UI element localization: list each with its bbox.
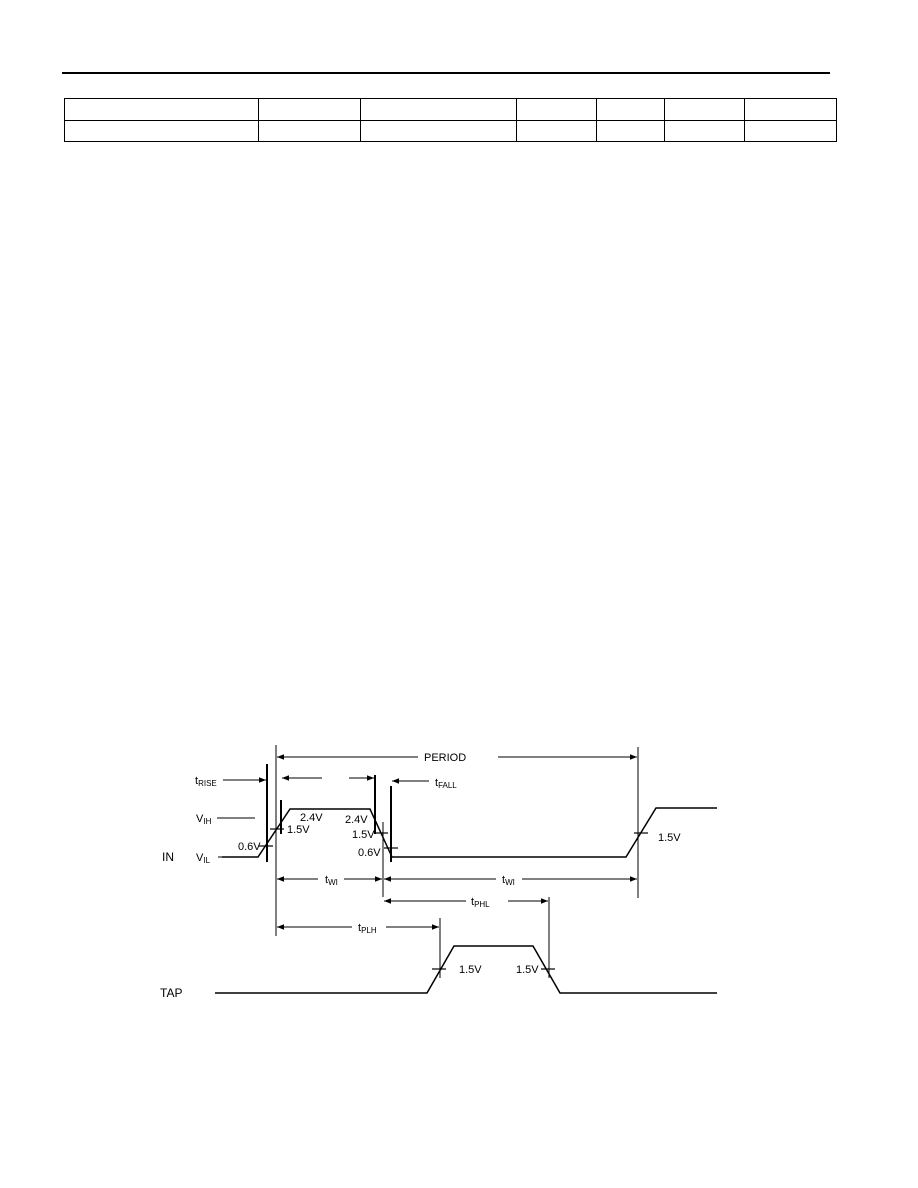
header-rule <box>62 72 830 74</box>
twi1-label: tWI <box>325 874 338 887</box>
in-rise2-15v-label: 1.5V <box>658 832 681 844</box>
signal-in-label: IN <box>162 850 174 864</box>
in-fall-06v-label: 0.6V <box>358 847 381 859</box>
spec-table <box>64 98 837 142</box>
tap-fall-15v-label: 1.5V <box>516 964 539 976</box>
period-label: PERIOD <box>424 752 466 764</box>
table-cell <box>744 119 837 142</box>
in-rise-06v-label: 0.6V <box>238 841 261 853</box>
tfall-label: tFALL <box>435 777 457 790</box>
table-cell <box>744 98 837 121</box>
in-fall-24v-label: 2.4V <box>345 814 368 826</box>
table-row <box>64 98 837 121</box>
in-fall-15v-label: 1.5V <box>352 829 375 841</box>
trise-label: tRISE <box>195 775 217 788</box>
tphl-label: tPHL <box>471 896 490 909</box>
signal-tap-label: TAP <box>160 986 182 1000</box>
table-row <box>64 119 837 142</box>
tplh-label: tPLH <box>358 922 377 935</box>
twi2-label: tWI <box>502 874 515 887</box>
tap-waveform <box>215 945 717 994</box>
tap-rise-15v-label: 1.5V <box>459 964 482 976</box>
in-rise-24v-label: 2.4V <box>300 812 323 824</box>
vil-label: VIL <box>196 852 211 865</box>
vih-label: VIH <box>196 813 212 826</box>
in-rise-15v-label: 1.5V <box>287 824 310 836</box>
